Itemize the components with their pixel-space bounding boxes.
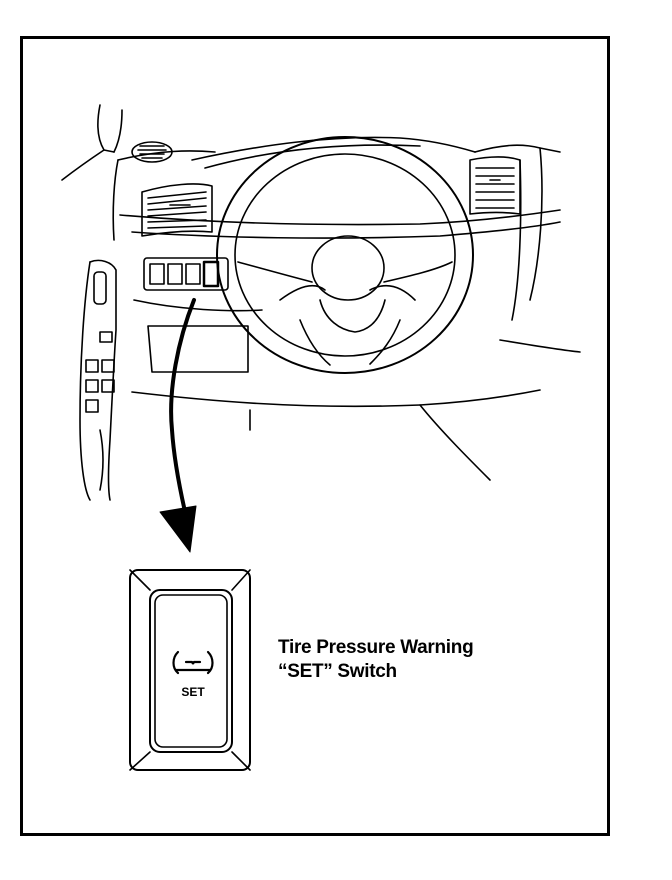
callout-caption: Tire Pressure Warning “SET” Switch bbox=[278, 636, 474, 684]
right-air-vent bbox=[469, 156, 521, 215]
set-switch-enlarged[interactable] bbox=[129, 569, 251, 771]
figure-frame bbox=[20, 36, 610, 836]
lower-dash bbox=[131, 299, 581, 481]
caption-line-1: Tire Pressure Warning bbox=[278, 637, 474, 658]
a-pillar bbox=[61, 104, 123, 181]
dash-switch-row bbox=[143, 257, 229, 291]
caption-line-2: “SET” Switch bbox=[278, 661, 397, 682]
leader-arrow bbox=[169, 298, 196, 518]
tire-pressure-warning-icon bbox=[172, 650, 214, 675]
switch-set-label: SET bbox=[181, 685, 205, 699]
dashboard-top bbox=[112, 136, 561, 241]
arrowhead bbox=[159, 505, 197, 553]
right-pillar bbox=[511, 147, 543, 321]
door-panel bbox=[79, 259, 117, 501]
speaker-grille bbox=[131, 141, 173, 163]
left-air-vent bbox=[141, 183, 213, 237]
steering-wheel bbox=[216, 136, 474, 374]
